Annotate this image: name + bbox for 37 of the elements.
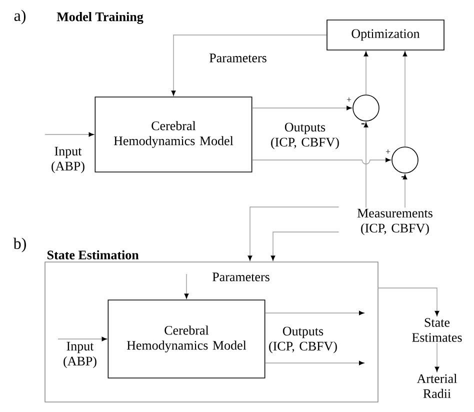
summing-junction [352, 94, 380, 122]
arrow [264, 310, 364, 316]
arrow [58, 336, 107, 342]
text-label: Parameters [212, 272, 270, 282]
node-label: State Estimation [47, 250, 139, 260]
arrow [402, 174, 408, 208]
arrow [252, 106, 352, 110]
summing-junction [392, 146, 418, 174]
text-label: Arterial Radii [416, 374, 457, 398]
arrow [44, 132, 94, 137]
sign: - [361, 123, 365, 124]
sign: + [386, 149, 390, 154]
text-label: State Estimates [412, 318, 462, 342]
arrow [252, 158, 391, 164]
arrow [402, 51, 408, 56]
arrow [264, 360, 364, 366]
arrow [171, 34, 327, 96]
text-label: Measurements (ICP, CBFV) [357, 208, 432, 236]
heading: Model Training [56, 12, 144, 24]
panel-label: b) [13, 238, 26, 252]
text-label: Outputs (ICP, CBFV) [269, 326, 337, 354]
process-box: Optimization [326, 20, 444, 50]
arrow [270, 232, 340, 261]
sign: + [346, 97, 352, 102]
panel-label: a) [14, 10, 26, 24]
arrow [184, 274, 189, 299]
arrow [364, 51, 368, 56]
edge-label: Input (ABP) [48, 146, 88, 174]
text-label: Outputs (ICP, CBFV) [271, 122, 339, 150]
process-box: Cerebral Hemodynamics Model [94, 96, 252, 172]
edge-label: Parameters [208, 52, 268, 64]
edge-label: Input (ABP) [60, 340, 100, 370]
process-box: Cerebral Hemodynamics Model [108, 300, 266, 378]
arrow [378, 288, 440, 316]
arrow [248, 206, 340, 261]
arrow [434, 342, 440, 372]
arrow [364, 122, 368, 208]
